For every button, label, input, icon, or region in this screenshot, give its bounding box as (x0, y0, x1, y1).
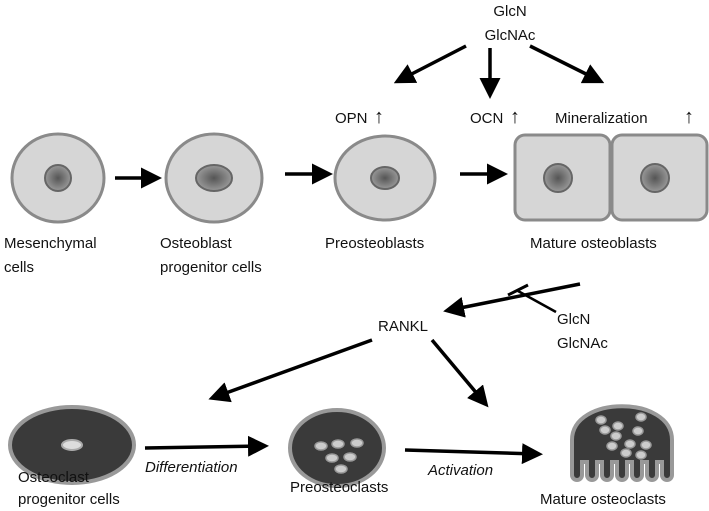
osteoblast-progenitor-label-1: Osteoblast (160, 235, 233, 252)
activation-arrow (404, 443, 543, 465)
opn-up-arrow: ↑ (374, 106, 384, 128)
opn-label: OPN (335, 110, 368, 127)
preosteoclast-cell (288, 408, 386, 488)
top-agent-glcnac: GlcNAc (485, 27, 536, 44)
mesenchymal-cell (10, 132, 106, 224)
mineralization-up-arrow: ↑ (684, 106, 694, 128)
differentiation-label: Differentiation (145, 459, 238, 476)
differentiation-arrow (144, 435, 269, 457)
ocn-label: OCN (470, 110, 503, 127)
inhibition-line (517, 289, 557, 314)
mesenchymal-label-1: Mesenchymal (4, 235, 97, 252)
mesenchymal-label-2: cells (4, 259, 34, 276)
osteoclast-progenitor-cell (8, 405, 136, 485)
mature-osteoclast (570, 404, 674, 482)
inhibitor-glcnac: GlcNAc (557, 335, 608, 352)
osteoclast-progenitor-label-1: Osteoclast (18, 469, 90, 486)
mature-osteoblast-cells (513, 133, 709, 222)
ocn-up-arrow: ↑ (510, 106, 520, 128)
mature-osteoclasts-label: Mature osteoclasts (540, 491, 666, 508)
rankl-label: RANKL (378, 318, 428, 335)
arrow-to-mineralization (529, 44, 605, 84)
inhibition-bar (507, 283, 529, 297)
preosteoclasts-label: Preosteoclasts (290, 479, 388, 496)
mineralization-label: Mineralization (555, 110, 648, 127)
arrow-to-opn (393, 44, 467, 84)
preosteoblasts-label: Preosteoblasts (325, 235, 424, 252)
preosteoblast-cell (333, 134, 437, 222)
arrow-osteoblast-to-rankl (443, 282, 581, 318)
activation-label: Activation (427, 462, 493, 479)
inhibitor-glcn: GlcN (557, 311, 590, 328)
osteoclast-progenitor-label-2: progenitor cells (18, 491, 120, 508)
mature-osteoblasts-label: Mature osteoblasts (530, 235, 657, 252)
arrow-rankl-to-differentiation (208, 338, 373, 403)
osteoblast-progenitor-cell (164, 132, 264, 224)
top-agent-glcn: GlcN (493, 3, 526, 20)
arrow-rankl-to-activation (430, 338, 489, 408)
osteoblast-progenitor-label-2: progenitor cells (160, 259, 262, 276)
